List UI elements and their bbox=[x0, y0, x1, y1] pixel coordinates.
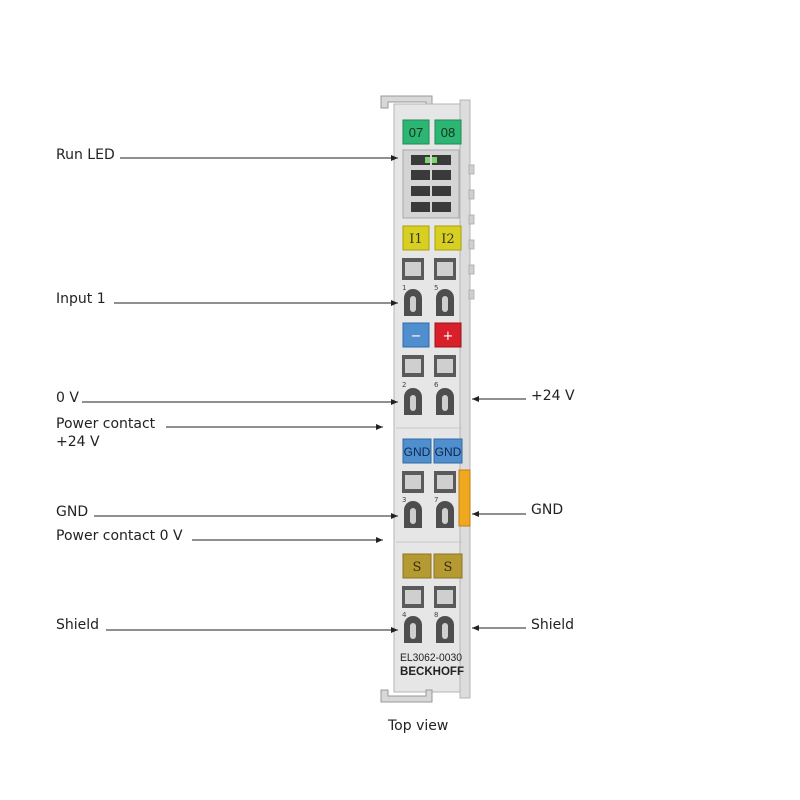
shield-tabs: S S bbox=[402, 553, 463, 579]
brand-name: BECKHOFF bbox=[400, 664, 464, 678]
label-power-contact-0v: Power contact 0 V bbox=[56, 528, 183, 544]
terminal-row-2: 2 6 bbox=[402, 355, 456, 415]
top-clip bbox=[380, 95, 433, 109]
terminal-row-1: 1 5 bbox=[402, 258, 456, 316]
label-power-contact-24-line1: Power contact bbox=[56, 416, 156, 432]
terminal-number-2: 2 bbox=[402, 381, 406, 389]
label-input-1: Input 1 bbox=[56, 291, 106, 307]
bottom-clip bbox=[380, 689, 433, 703]
terminal-number-8: 8 bbox=[434, 611, 438, 619]
plus-label: + bbox=[443, 329, 454, 344]
leader-lines bbox=[82, 155, 526, 633]
channel-label-07: 07 bbox=[409, 125, 423, 140]
label-plus24-right: +24 V bbox=[531, 388, 575, 404]
terminal-number-3: 3 bbox=[402, 496, 406, 504]
gnd-label-2: GND bbox=[435, 445, 462, 459]
input-label-i2: I2 bbox=[441, 232, 454, 247]
label-0v: 0 V bbox=[56, 390, 79, 406]
label-gnd-left: GND bbox=[56, 504, 89, 520]
gnd-label-1: GND bbox=[404, 445, 431, 459]
terminal-number-1: 1 bbox=[402, 284, 406, 292]
label-power-contact-24-line2: +24 V bbox=[56, 434, 100, 450]
shield-tab-label-2: S bbox=[444, 560, 453, 575]
terminal-number-4: 4 bbox=[402, 611, 407, 619]
label-gnd-right: GND bbox=[531, 502, 564, 518]
channel-label-08: 08 bbox=[441, 125, 455, 140]
input-label-i1: I1 bbox=[409, 232, 422, 247]
led-tabs: 07 08 bbox=[402, 119, 462, 145]
minus-label: − bbox=[411, 329, 422, 344]
terminal-row-3: 3 7 bbox=[402, 471, 456, 528]
gnd-tabs: GND GND bbox=[402, 438, 463, 464]
terminal-row-4: 4 8 bbox=[402, 586, 456, 643]
view-caption: Top view bbox=[388, 718, 449, 734]
shield-tab-label-1: S bbox=[413, 560, 422, 575]
label-shield-left: Shield bbox=[56, 617, 100, 633]
run-led-window bbox=[402, 149, 460, 219]
terminal-number-7: 7 bbox=[434, 496, 438, 504]
terminal-number-6: 6 bbox=[434, 381, 439, 389]
label-run-led: Run LED bbox=[56, 147, 115, 163]
model-number: EL3062-0030 bbox=[400, 652, 462, 664]
terminal-number-5: 5 bbox=[434, 284, 438, 292]
input-tabs: I1 I2 bbox=[402, 225, 462, 251]
label-shield-right: Shield bbox=[531, 617, 575, 633]
power-contact-bar bbox=[458, 469, 471, 527]
polarity-tabs: − + bbox=[402, 322, 462, 348]
